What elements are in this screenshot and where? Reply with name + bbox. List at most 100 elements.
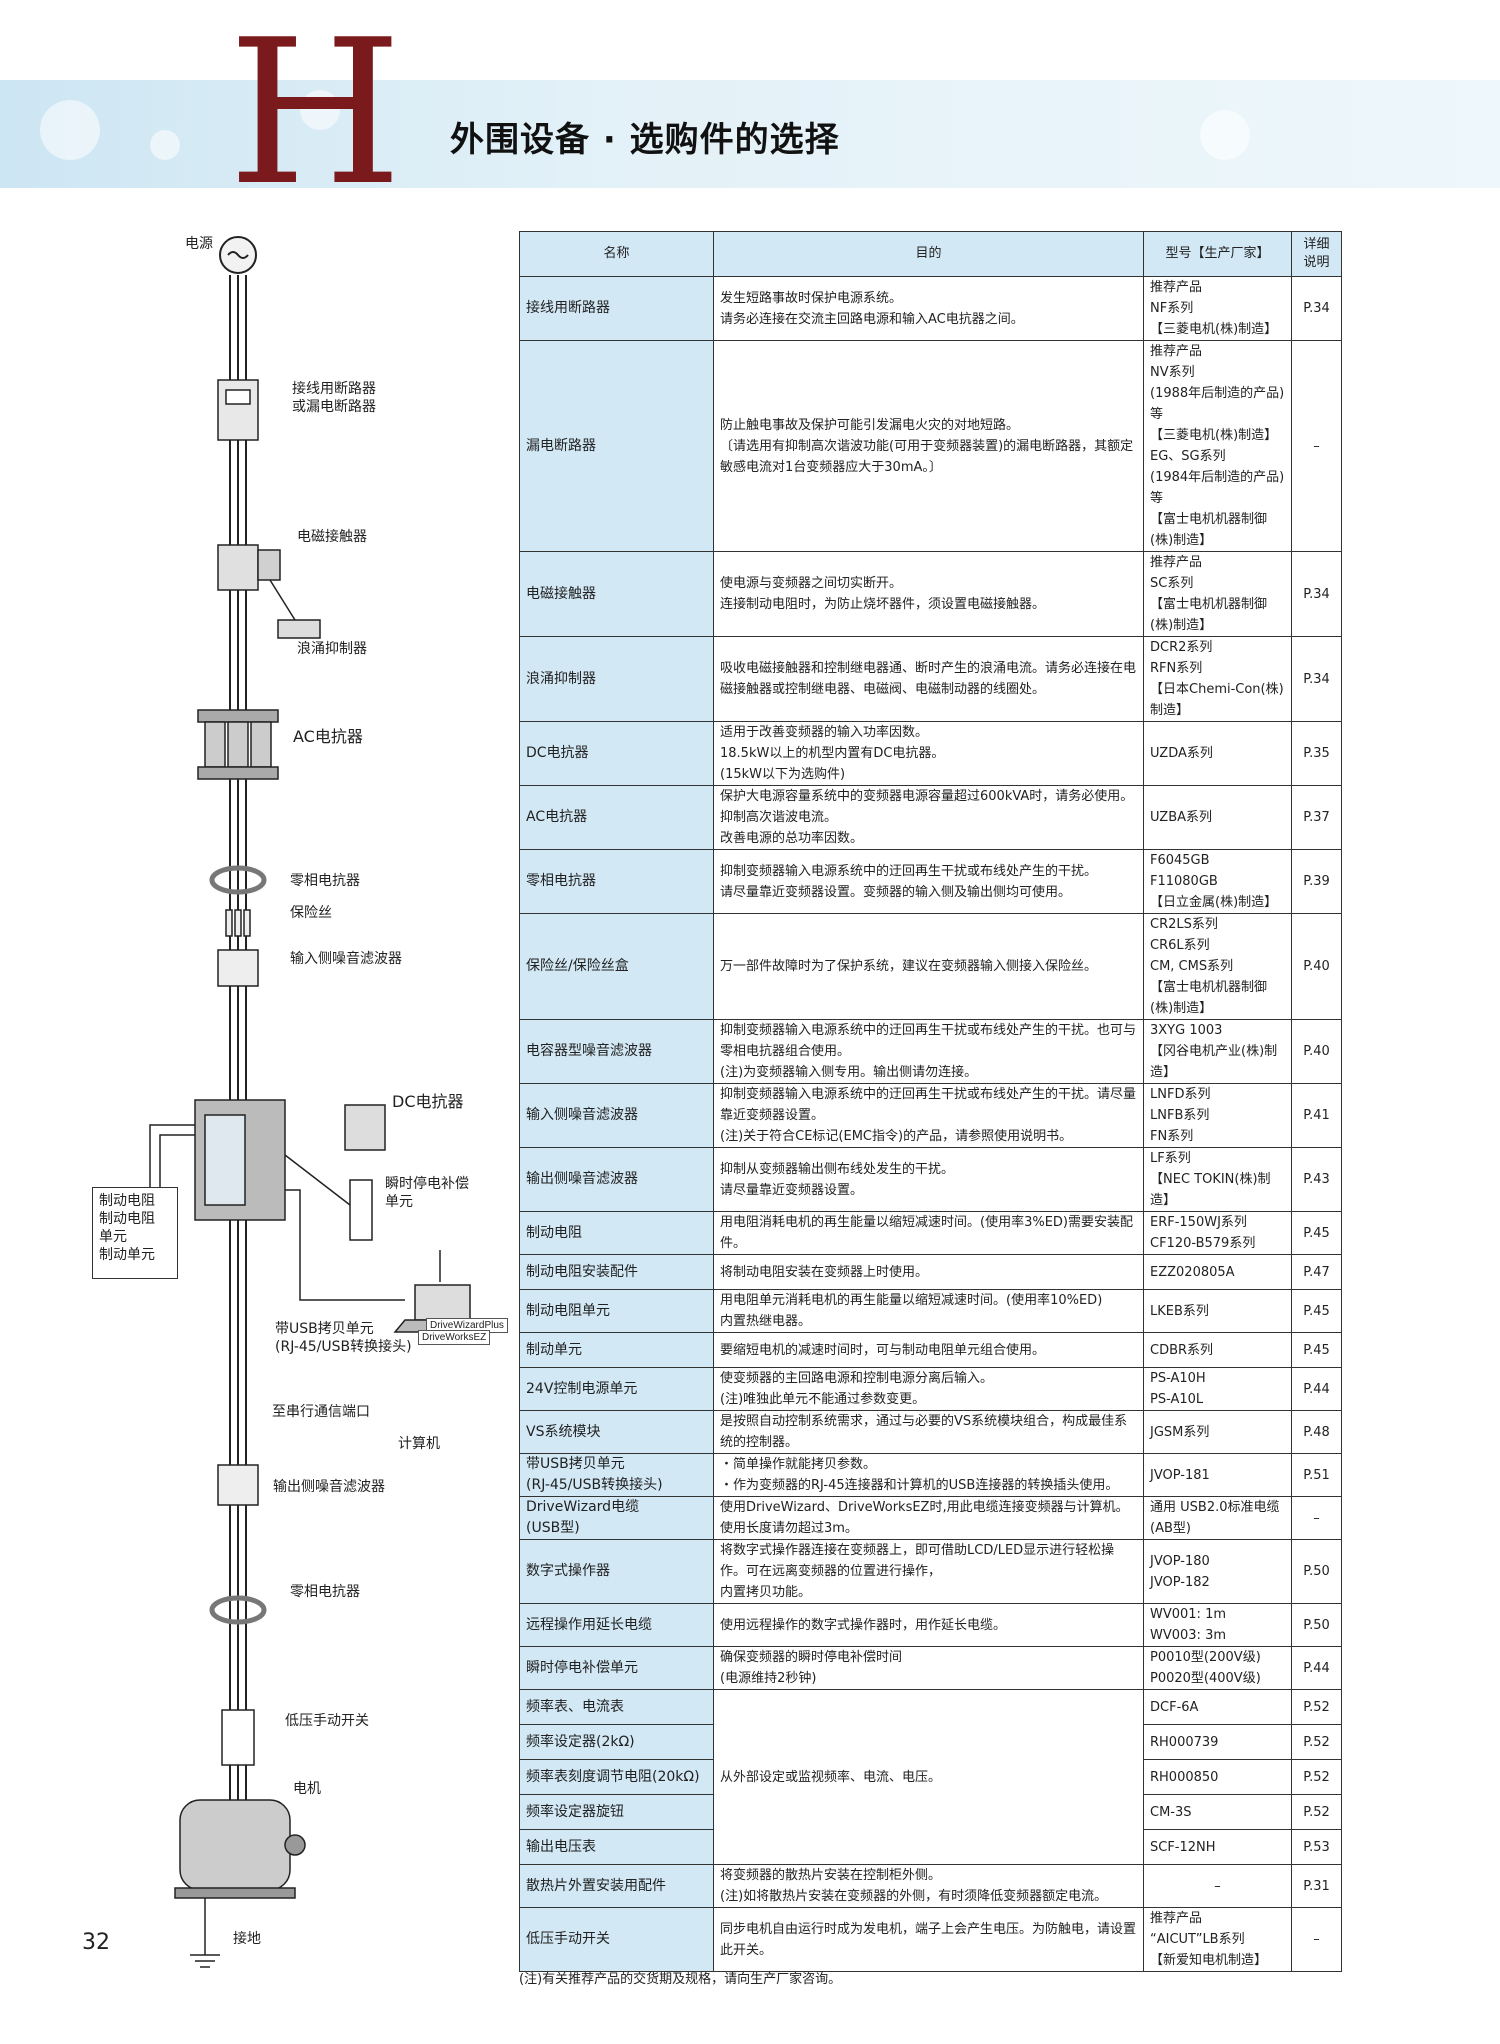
col-model-header: 型号【生产厂家】 <box>1143 231 1292 277</box>
row-model: ERF-150WJ系列 CF120-B579系列 <box>1143 1211 1292 1255</box>
row-model: UZDA系列 <box>1143 721 1292 786</box>
row-purpose: 使变频器的主回路电源和控制电源分离后输入。 (注)唯独此单元不能通过参数变更。 <box>713 1367 1144 1411</box>
row-purpose: 使用远程操作的数字式操作器时，用作延长电缆。 <box>713 1603 1144 1647</box>
row-model: SCF-12NH <box>1143 1829 1292 1865</box>
row-model: F6045GB F11080GB 【日立金属(株)制造】 <box>1143 849 1292 914</box>
row-name: AC电抗器 <box>519 785 714 850</box>
table-row: 散热片外置安装用配件将变频器的散热片安装在控制柜外侧。 (注)如将散热片安装在变… <box>519 1864 1342 1908</box>
row-purpose: 抑制变频器输入电源系统中的迂回再生干扰或布线处产生的干扰。 请尽量靠近变频器设置… <box>713 849 1144 914</box>
row-ref: – <box>1291 1496 1342 1540</box>
row-purpose: 要缩短电机的减速时间时，可与制动电阻单元组合使用。 <box>713 1332 1144 1368</box>
table-row: 输出侧噪音滤波器抑制从变频器输出侧布线处发生的干扰。 请尽量靠近变频器设置。LF… <box>519 1147 1342 1212</box>
label-usb-unit: 带USB拷贝单元 (RJ-45/USB转换接头) <box>275 1321 412 1355</box>
col-name-header: 名称 <box>519 231 714 277</box>
label-lv-switch: 低压手动开关 <box>285 1713 369 1729</box>
row-model: 推荐产品 NF系列 【三菱电机(株)制造】 <box>1143 276 1292 341</box>
row-model: 推荐产品 SC系列 【富士电机机器制御(株)制造】 <box>1143 551 1292 637</box>
label-serial-port: 至串行通信端口 <box>272 1404 370 1420</box>
label-zero-phase-1: 零相电抗器 <box>290 873 360 889</box>
table-row: 接线用断路器发生短路事故时保护电源系统。 请务必连接在交流主回路电源和输入AC电… <box>519 276 1342 341</box>
row-name: 散热片外置安装用配件 <box>519 1864 714 1908</box>
row-ref: P.40 <box>1291 913 1342 1020</box>
table-row: AC电抗器保护大电源容量系统中的变频器电源容量超过600kVA时，请务必使用。 … <box>519 785 1342 850</box>
row-ref: P.50 <box>1291 1603 1342 1647</box>
row-ref: P.52 <box>1291 1689 1342 1725</box>
table-row: 电容器型噪音滤波器抑制变频器输入电源系统中的迂回再生干扰或布线处产生的干扰。也可… <box>519 1019 1342 1084</box>
label-pc: 计算机 <box>398 1436 440 1452</box>
row-model: CM-3S <box>1143 1794 1292 1830</box>
row-name: 频率设定器旋钮 <box>519 1794 714 1830</box>
row-purpose: 发生短路事故时保护电源系统。 请务必连接在交流主回路电源和输入AC电抗器之间。 <box>713 276 1144 341</box>
row-ref: P.53 <box>1291 1829 1342 1865</box>
row-ref: P.52 <box>1291 1794 1342 1830</box>
table-row: 低压手动开关同步电机自由运行时成为发电机，端子上会产生电压。为防触电，请设置此开… <box>519 1907 1342 1972</box>
row-name: 输出电压表 <box>519 1829 714 1865</box>
row-ref: P.50 <box>1291 1539 1342 1604</box>
row-name: 制动单元 <box>519 1332 714 1368</box>
row-name: 制动电阻安装配件 <box>519 1254 714 1290</box>
brake-units-box: 制动电阻 制动电阻 单元 制动单元 <box>92 1187 178 1279</box>
row-purpose: 将变频器的散热片安装在控制柜外侧。 (注)如将散热片安装在变频器的外侧，有时须降… <box>713 1864 1144 1908</box>
row-purpose: 抑制变频器输入电源系统中的迂回再生干扰或布线处产生的干扰。请尽量靠近变频器设置。… <box>713 1083 1144 1148</box>
row-name: 接线用断路器 <box>519 276 714 341</box>
peripheral-table: 名称 目的 型号【生产厂家】 详细 说明 接线用断路器发生短路事故时保护电源系统… <box>519 231 1342 1972</box>
table-row: 制动电阻用电阻消耗电机的再生能量以缩短减速时间。(使用率3%ED)需要安装配件。… <box>519 1211 1342 1255</box>
label-output-filter: 输出侧噪音滤波器 <box>273 1479 385 1495</box>
label-motor: 电机 <box>293 1781 321 1797</box>
row-ref: P.52 <box>1291 1724 1342 1760</box>
row-name: 频率表、电流表 <box>519 1689 714 1725</box>
row-ref: P.52 <box>1291 1759 1342 1795</box>
row-name: 频率设定器(2kΩ) <box>519 1724 714 1760</box>
wiring-diagram: 电源 接线用断路器 或漏电断路器 电磁接触器 浪涌抑制器 AC电抗器 零相电抗器… <box>0 220 510 2020</box>
row-model: CR2LS系列 CR6L系列 CM, CMS系列 【富士电机机器制御(株)制造】 <box>1143 913 1292 1020</box>
table-row: 输入侧噪音滤波器抑制变频器输入电源系统中的迂回再生干扰或布线处产生的干扰。请尽量… <box>519 1083 1342 1148</box>
row-ref: – <box>1291 1907 1342 1972</box>
row-model: 推荐产品 “AICUT”LB系列 【新爱知电机制造】 <box>1143 1907 1292 1972</box>
row-name: DriveWizard电缆 (USB型) <box>519 1496 714 1540</box>
table-row: 带USB拷贝单元 (RJ-45/USB转换接头)・简单操作就能拷贝参数。 ・作为… <box>519 1453 1342 1497</box>
table-row: 保险丝/保险丝盒万一部件故障时为了保护系统，建议在变频器输入侧接入保险丝。CR2… <box>519 913 1342 1020</box>
row-name: 输出侧噪音滤波器 <box>519 1147 714 1212</box>
label-fuse: 保险丝 <box>290 905 332 921</box>
row-purpose: 将数字式操作器连接在变频器上，即可借助LCD/LED显示进行轻松操作。可在远离变… <box>713 1539 1144 1604</box>
row-ref: P.34 <box>1291 636 1342 722</box>
table-row: DC电抗器适用于改善变频器的输入功率因数。 18.5kW以上的机型内置有DC电抗… <box>519 721 1342 786</box>
row-purpose: 使电源与变频器之间切实断开。 连接制动电阻时，为防止烧坏器件，须设置电磁接触器。 <box>713 551 1144 637</box>
row-ref: P.44 <box>1291 1367 1342 1411</box>
row-purpose: 万一部件故障时为了保护系统，建议在变频器输入侧接入保险丝。 <box>713 913 1144 1020</box>
row-ref: P.47 <box>1291 1254 1342 1290</box>
row-model: RH000739 <box>1143 1724 1292 1760</box>
row-purpose: 将制动电阻安装在变频器上时使用。 <box>713 1254 1144 1290</box>
table-row: VS系统模块是按照自动控制系统需求，通过与必要的VS系统模块组合，构成最佳系统的… <box>519 1410 1342 1454</box>
row-model: 通用 USB2.0标准电缆(AB型) <box>1143 1496 1292 1540</box>
row-name: 电容器型噪音滤波器 <box>519 1019 714 1084</box>
row-purpose: ・简单操作就能拷贝参数。 ・作为变频器的RJ-45连接器和计算机的USB连接器的… <box>713 1453 1144 1497</box>
table-row: 24V控制电源单元使变频器的主回路电源和控制电源分离后输入。 (注)唯独此单元不… <box>519 1367 1342 1411</box>
row-name: 制动电阻单元 <box>519 1289 714 1333</box>
row-ref: – <box>1291 340 1342 552</box>
row-name: VS系统模块 <box>519 1410 714 1454</box>
brake-box-line: 单元 <box>99 1229 127 1245</box>
row-model: CDBR系列 <box>1143 1332 1292 1368</box>
row-model: DCF-6A <box>1143 1689 1292 1725</box>
row-model: P0010型(200V级) P0020型(400V级) <box>1143 1646 1292 1690</box>
table-row: 制动电阻单元用电阻单元消耗电机的再生能量以缩短减速时间。(使用率10%ED) 内… <box>519 1289 1342 1333</box>
row-model: UZBA系列 <box>1143 785 1292 850</box>
row-name: 低压手动开关 <box>519 1907 714 1972</box>
row-ref: P.44 <box>1291 1646 1342 1690</box>
row-name: 频率表刻度调节电阻(20kΩ) <box>519 1759 714 1795</box>
row-name: 带USB拷贝单元 (RJ-45/USB转换接头) <box>519 1453 714 1497</box>
row-model: LKEB系列 <box>1143 1289 1292 1333</box>
row-ref: P.45 <box>1291 1332 1342 1368</box>
label-surge: 浪涌抑制器 <box>297 641 367 657</box>
table-row: 瞬时停电补偿单元确保变频器的瞬时停电补偿时间 (电源维持2秒钟)P0010型(2… <box>519 1646 1342 1690</box>
table-header-row: 名称 目的 型号【生产厂家】 详细 说明 <box>519 231 1342 277</box>
label-breaker: 接线用断路器 或漏电断路器 <box>292 381 376 415</box>
table-row: 零相电抗器抑制变频器输入电源系统中的迂回再生干扰或布线处产生的干扰。 请尽量靠近… <box>519 849 1342 914</box>
